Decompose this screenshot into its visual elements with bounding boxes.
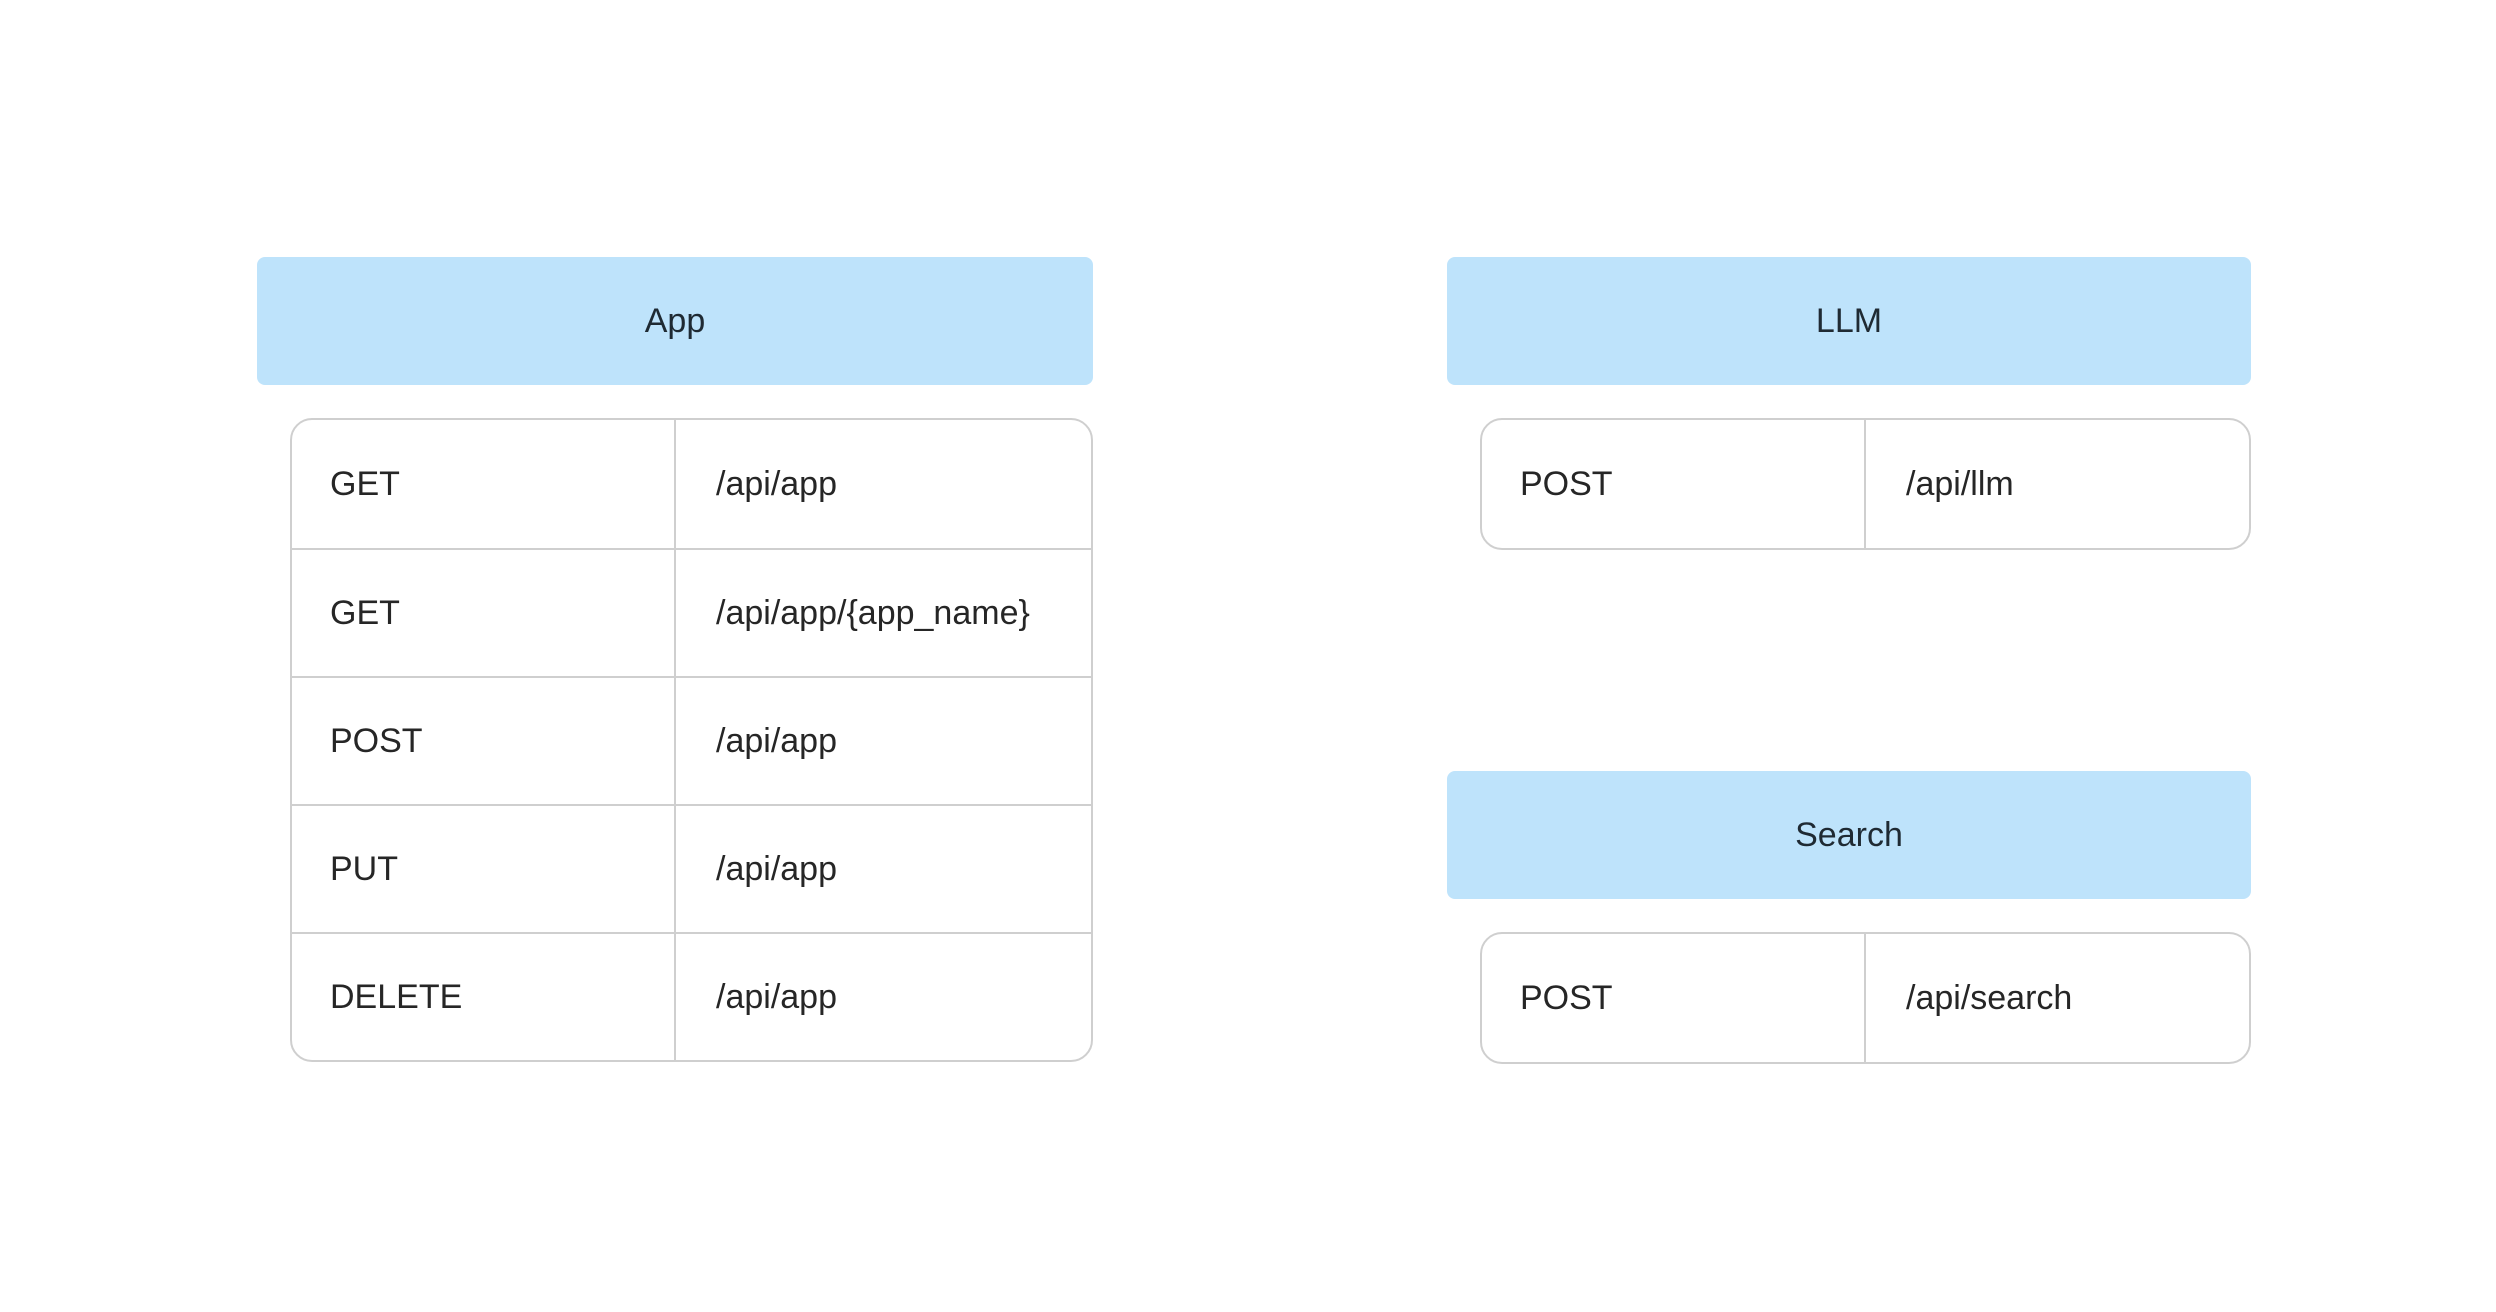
endpoint-row: DELETE /api/app (292, 932, 1091, 1060)
http-method: POST (292, 678, 676, 804)
endpoint-path: /api/app/{app_name} (716, 593, 1030, 632)
group-header-app: App (257, 257, 1093, 385)
endpoint-path: /api/app (716, 849, 837, 888)
endpoint-path: /api/app (716, 977, 837, 1016)
group-header-llm: LLM (1447, 257, 2251, 385)
http-method: POST (1482, 934, 1866, 1062)
http-method: GET (292, 550, 676, 676)
group-search: Search POST /api/search (1447, 771, 2251, 1064)
endpoint-path: /api/llm (1906, 464, 2014, 503)
group-llm: LLM POST /api/llm (1447, 257, 2251, 550)
endpoint-table-search: POST /api/search (1480, 932, 2251, 1064)
http-method: PUT (292, 806, 676, 932)
endpoint-table-app: GET /api/app GET /api/app/{app_name} POS… (290, 418, 1093, 1062)
endpoint-row: GET /api/app (292, 420, 1091, 548)
endpoint-table-llm: POST /api/llm (1480, 418, 2251, 550)
endpoint-row: POST /api/llm (1482, 420, 2249, 548)
http-method: POST (1482, 420, 1866, 548)
endpoint-row: POST /api/app (292, 676, 1091, 804)
http-method: GET (292, 420, 676, 548)
http-method: DELETE (292, 934, 676, 1060)
endpoint-row: PUT /api/app (292, 804, 1091, 932)
endpoint-path: /api/app (716, 721, 837, 760)
endpoint-row: POST /api/search (1482, 934, 2249, 1062)
group-header-search: Search (1447, 771, 2251, 899)
endpoint-row: GET /api/app/{app_name} (292, 548, 1091, 676)
endpoint-path: /api/app (716, 464, 837, 503)
endpoint-path: /api/search (1906, 978, 2073, 1017)
group-app: App GET /api/app GET /api/app/{app_name}… (257, 257, 1093, 1062)
